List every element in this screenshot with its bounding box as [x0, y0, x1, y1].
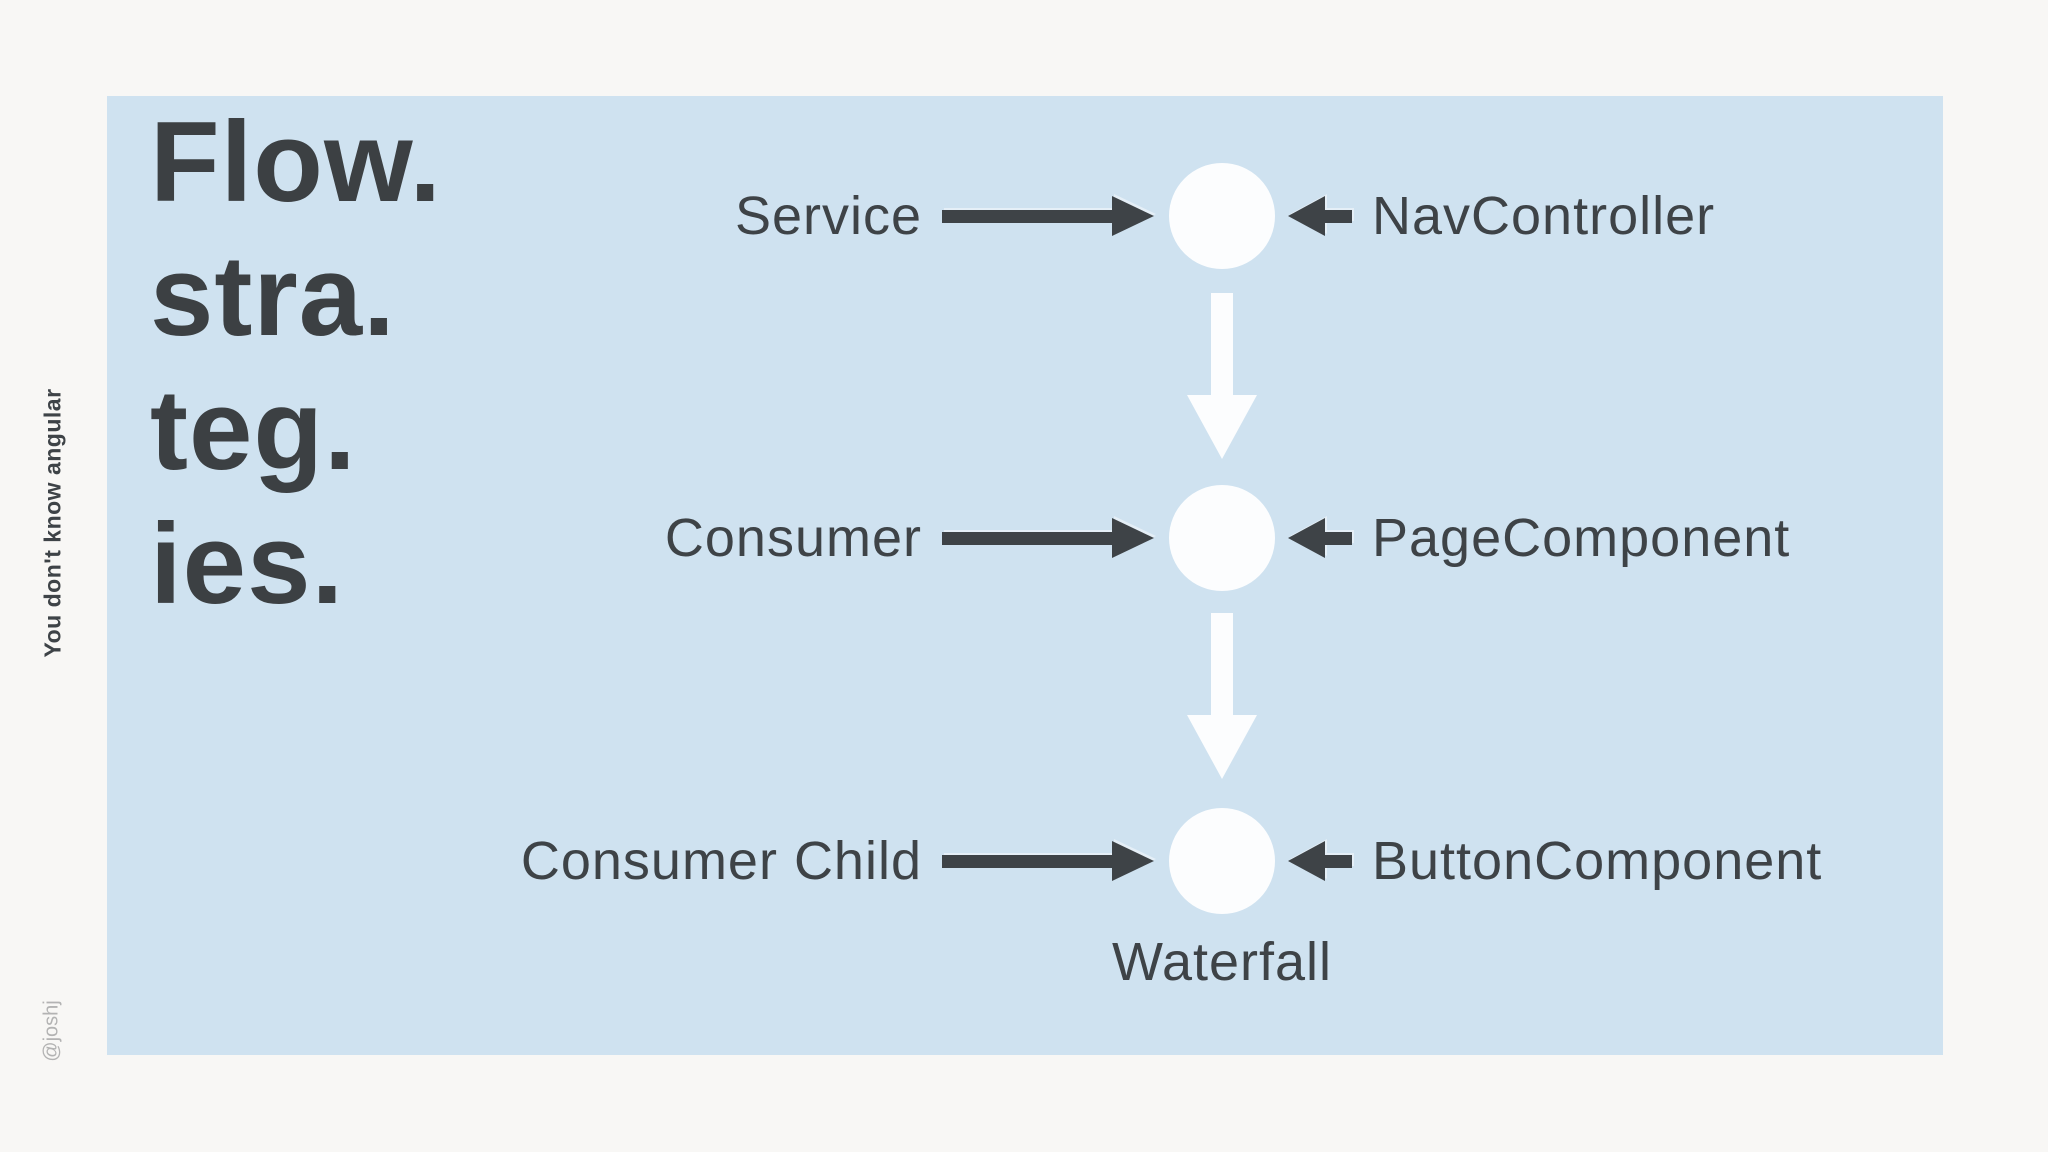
title-line-4: ies. — [150, 501, 345, 628]
service-label: Service — [734, 186, 922, 246]
node-circle-2 — [1169, 485, 1275, 591]
arrow-head-right-icon — [1112, 841, 1154, 881]
author-handle: @joshj — [40, 1000, 63, 1062]
waterfall-down-arrow-1 — [1187, 293, 1257, 459]
title-line-1: Flow. — [150, 99, 443, 226]
arrow-head-left-icon — [1288, 196, 1325, 236]
arrow-shaft — [1325, 209, 1352, 223]
deck-title-vertical: You don't know angular — [39, 388, 66, 658]
service-to-node-arrow — [942, 196, 1154, 236]
down-arrow-head-icon — [1187, 395, 1257, 459]
arrow-shaft — [942, 854, 1112, 868]
down-arrow-shaft — [1211, 293, 1233, 395]
arrow-head-left-icon — [1288, 841, 1325, 881]
consumer-child-to-node-arrow — [942, 841, 1154, 881]
arrow-shaft — [942, 209, 1112, 223]
navcontroller-to-node-arrow — [1288, 196, 1352, 236]
pagecomponent-to-node-arrow — [1288, 518, 1352, 558]
arrow-shaft — [1325, 531, 1352, 545]
arrow-shaft — [942, 531, 1112, 545]
arrow-head-right-icon — [1112, 518, 1154, 558]
node-circle-1 — [1169, 163, 1275, 269]
buttoncomponent-to-node-arrow — [1288, 841, 1352, 881]
arrow-shaft — [1325, 854, 1352, 868]
buttoncomponent-label: ButtonComponent — [1372, 831, 1823, 891]
arrow-head-left-icon — [1288, 518, 1325, 558]
waterfall-down-arrow-2 — [1187, 613, 1257, 779]
title-line-2: stra. — [150, 233, 396, 360]
title-line-3: teg. — [150, 367, 357, 494]
navcontroller-label: NavController — [1372, 186, 1716, 246]
waterfall-caption: Waterfall — [1111, 932, 1333, 992]
slide-title: Flow. stra. teg. ies. — [150, 96, 442, 632]
consumer-to-node-arrow — [942, 518, 1154, 558]
consumer-label: Consumer — [664, 508, 922, 568]
arrow-head-right-icon — [1112, 196, 1154, 236]
pagecomponent-label: PageComponent — [1372, 508, 1791, 568]
down-arrow-shaft — [1211, 613, 1233, 715]
slide-background-panel — [107, 96, 1943, 1055]
down-arrow-head-icon — [1187, 715, 1257, 779]
node-circle-3 — [1169, 808, 1275, 914]
consumer-child-label: Consumer Child — [520, 831, 922, 891]
